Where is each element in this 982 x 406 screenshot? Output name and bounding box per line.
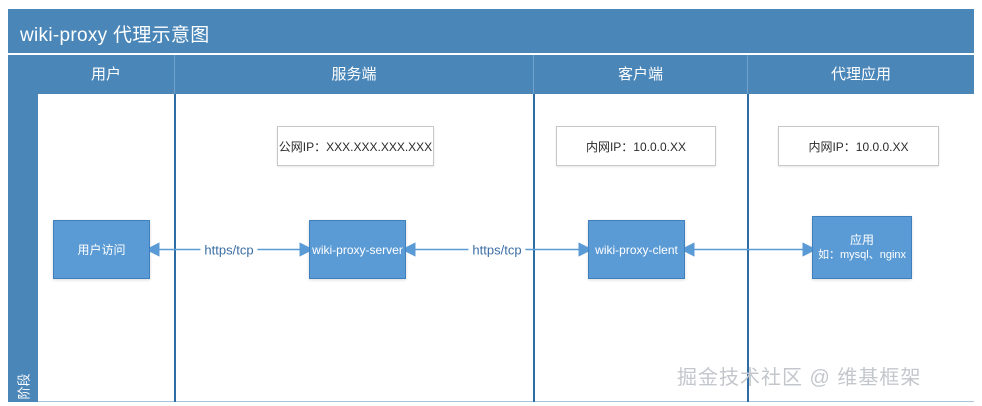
lane-band-label: 阶段 [16, 373, 32, 400]
column-header-strip: 用户 服务端 客户端 代理应用 [38, 55, 974, 94]
watermark: 掘金技术社区 @ 维基框架 [677, 367, 922, 389]
page-title: wiki-proxy 代理示意图 [20, 25, 210, 46]
node-wiki-proxy-server[interactable]: wiki-proxy-server [309, 220, 406, 279]
column-header-proxy-app: 代理应用 [830, 66, 891, 83]
node-wiki-proxy-client[interactable]: wiki-proxy-clent [588, 220, 685, 279]
connector-user-server: https/tcp [145, 235, 314, 265]
note-app-private-ip: 内网IP：10.0.0.XX [778, 126, 939, 166]
note-client-private-ip-text: 内网IP：10.0.0.XX [585, 139, 687, 154]
node-application[interactable]: 应用 如：mysql、nginx [812, 216, 912, 279]
node-wiki-proxy-server-label: wiki-proxy-server [312, 242, 403, 257]
connector-client-application [680, 235, 817, 265]
lane-band: 阶段 [8, 55, 38, 402]
note-public-ip: 公网IP：XXX.XXX.XXX.XXX [277, 126, 434, 166]
node-application-sublabel: 如：mysql、nginx [817, 249, 907, 261]
note-client-private-ip: 内网IP：10.0.0.XX [556, 126, 716, 166]
node-wiki-proxy-client-label: wiki-proxy-clent [595, 242, 678, 257]
column-header-user: 用户 [38, 55, 175, 94]
node-user-access-label: 用户访问 [77, 242, 126, 257]
column-header-server: 服务端 [175, 55, 534, 94]
connector-user-server-label: https/tcp [200, 242, 258, 258]
node-application-label: 应用 [849, 233, 874, 247]
connector-client-application-arrow [680, 242, 817, 257]
diagram-title-bar: wiki-proxy 代理示意图 [8, 9, 974, 53]
node-user-access[interactable]: 用户访问 [53, 220, 150, 279]
connector-server-client: https/tcp [401, 235, 593, 265]
connector-server-client-label: https/tcp [468, 242, 526, 258]
column-header-client: 客户端 [534, 55, 748, 94]
note-app-private-ip-text: 内网IP：10.0.0.XX [808, 139, 909, 154]
note-public-ip-text: 公网IP：XXX.XXX.XXX.XXX [278, 139, 433, 154]
